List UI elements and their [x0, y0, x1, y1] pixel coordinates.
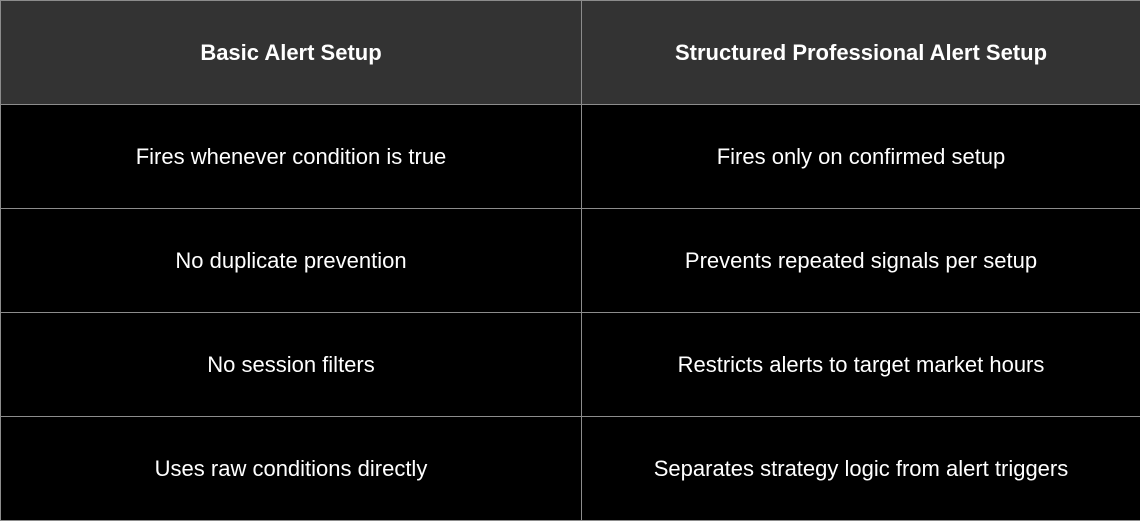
- table-row: No session filters Restricts alerts to t…: [1, 313, 1140, 417]
- cell-basic: Uses raw conditions directly: [1, 417, 582, 521]
- table-row: Fires whenever condition is true Fires o…: [1, 105, 1140, 209]
- cell-basic: No duplicate prevention: [1, 209, 582, 313]
- table-row: Uses raw conditions directly Separates s…: [1, 417, 1140, 521]
- cell-professional: Separates strategy logic from alert trig…: [582, 417, 1140, 521]
- cell-professional: Prevents repeated signals per setup: [582, 209, 1140, 313]
- table-row: No duplicate prevention Prevents repeate…: [1, 209, 1140, 313]
- cell-professional: Fires only on confirmed setup: [582, 105, 1140, 209]
- cell-basic: Fires whenever condition is true: [1, 105, 582, 209]
- header-basic-alert-setup: Basic Alert Setup: [1, 1, 582, 105]
- header-row: Basic Alert Setup Structured Professiona…: [1, 1, 1140, 105]
- cell-professional: Restricts alerts to target market hours: [582, 313, 1140, 417]
- header-structured-professional-alert-setup: Structured Professional Alert Setup: [582, 1, 1140, 105]
- cell-basic: No session filters: [1, 313, 582, 417]
